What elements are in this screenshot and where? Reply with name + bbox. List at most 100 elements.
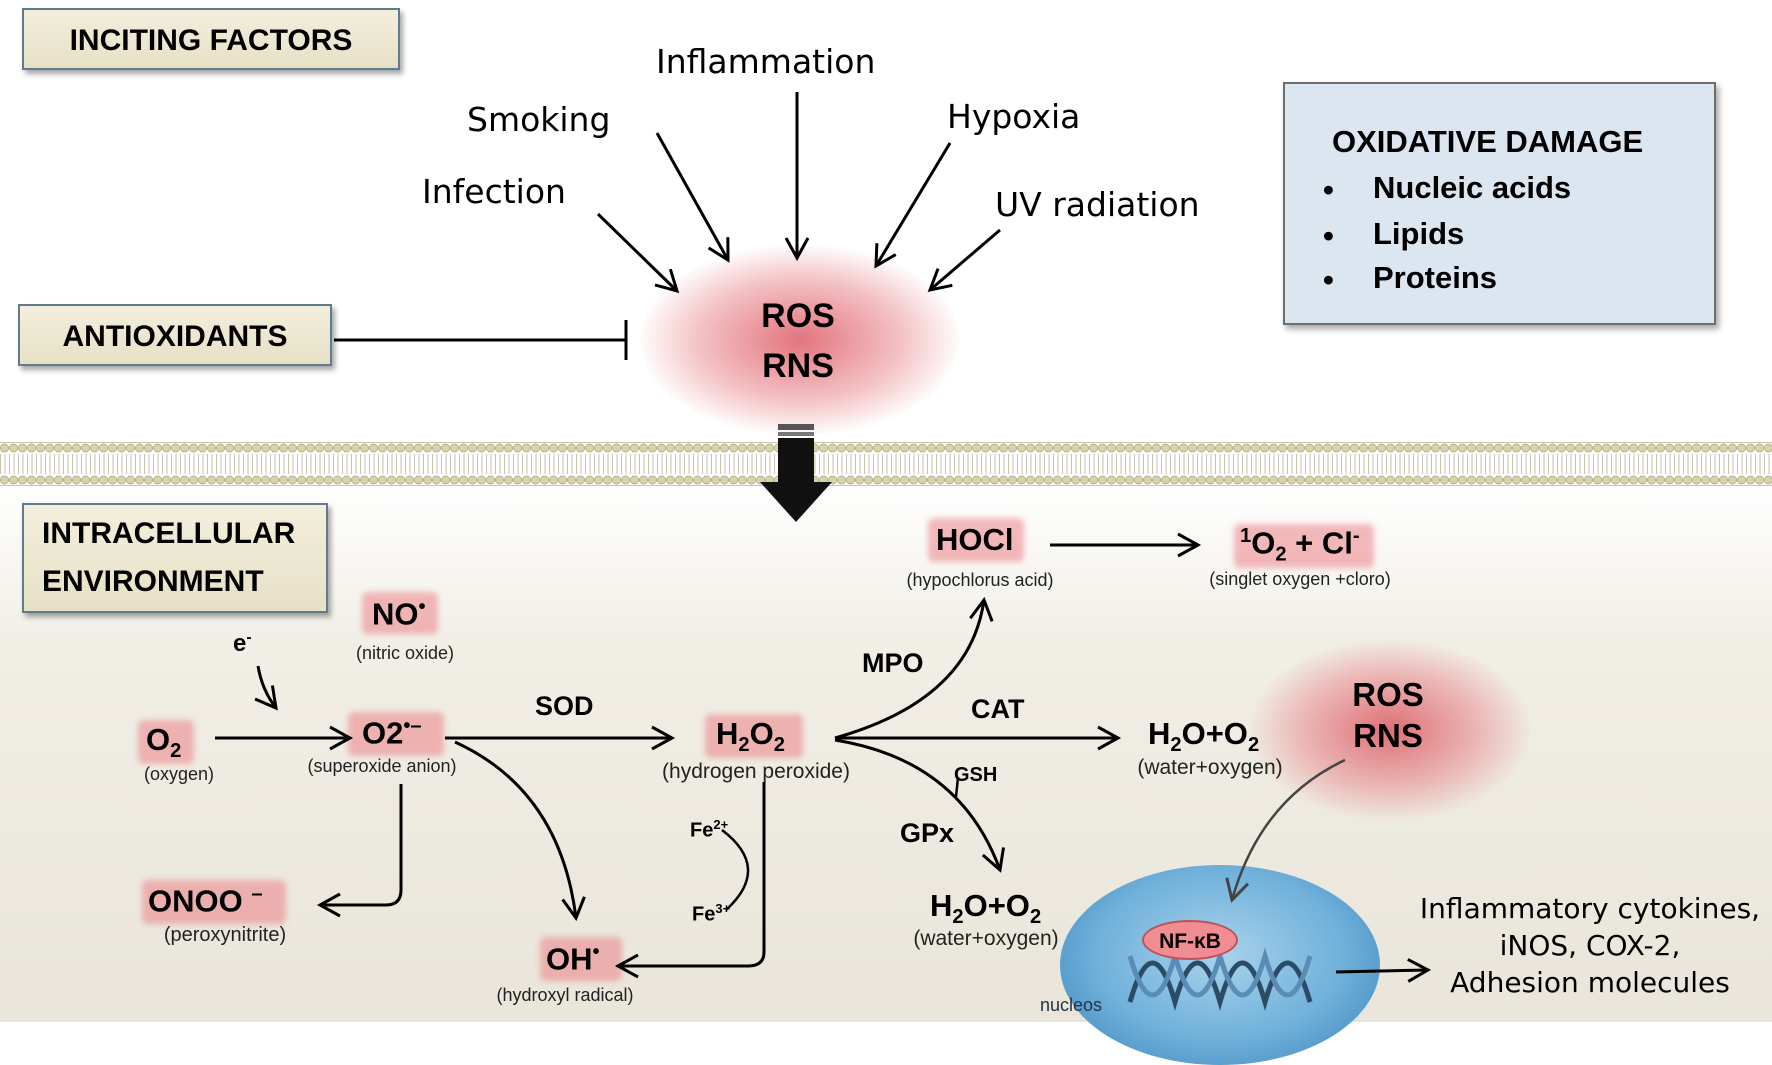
species-h2o2-o: O (749, 716, 774, 751)
species-onoo-caption: (peroxynitrite) (163, 924, 287, 946)
oxidative-item-nucleic-acids: Nucleic acids (1373, 170, 1572, 205)
arrow-mpo (834, 596, 994, 740)
antioxidants-label: ANTIOXIDANTS (62, 320, 288, 353)
species-singlet-sub: 2 (1275, 543, 1287, 566)
membrane-down-arrow (760, 424, 832, 522)
species-singlet-o: O (1251, 525, 1276, 561)
species-h2o2-sub2: 2 (773, 734, 785, 757)
inciting-inflammation: Inflammation (656, 42, 876, 81)
ros-bottom-label: ROS (1352, 676, 1424, 713)
arrow-electron (254, 665, 278, 711)
species-onoo-text: ONOO (148, 883, 243, 919)
rns-bottom-label: RNS (1353, 717, 1423, 754)
output-line3: Adhesion molecules (1450, 966, 1730, 999)
enzyme-sod: SOD (535, 691, 594, 721)
water-cat-o: O+O (1181, 716, 1248, 751)
water-cat-h: H (1148, 716, 1171, 751)
species-water-gpx-caption: (water+oxygen) (913, 927, 1059, 950)
species-no-text: NO (372, 596, 419, 632)
species-o2-sub: 2 (170, 740, 182, 763)
enzyme-fe3: Fe3+ (692, 902, 730, 925)
species-water-gpx: H2O+O2 (930, 890, 1041, 927)
arrow-superoxide-onoo (316, 784, 403, 918)
highlight-superoxide (348, 712, 444, 756)
species-oh-text: OH (546, 941, 593, 977)
species-h2o2: H2O2 (716, 718, 785, 755)
fe3-text: Fe (692, 903, 716, 926)
inciting-hypoxia: Hypoxia (947, 97, 1081, 136)
species-electron-sup: - (246, 629, 252, 646)
water-gpx-o: O+O (963, 888, 1030, 923)
enzyme-gsh: GSH (954, 764, 998, 786)
ros-top-label: ROS (761, 297, 835, 335)
fe3-sup: 3+ (715, 901, 731, 916)
highlight-singlet (1234, 524, 1374, 568)
water-gpx-sub1: 2 (952, 906, 964, 929)
species-electron-text: e (233, 630, 247, 657)
arrow-hypoxia (874, 142, 952, 269)
oxidative-item-proteins: Proteins (1373, 260, 1498, 295)
species-singlet-cl: + Cl (1286, 525, 1353, 561)
species-hocl-caption: (hypochlorus acid) (906, 570, 1054, 590)
species-no-caption: (nitric oxide) (355, 643, 455, 663)
species-onoo-sup: – (251, 883, 263, 905)
arrow-dna-outputs (1335, 958, 1432, 983)
inciting-uv-radiation: UV radiation (995, 185, 1200, 224)
species-h2o2-h: H (716, 716, 739, 751)
oxidative-item-lipids: Lipids (1373, 216, 1465, 251)
arrow-superoxide-oh (454, 740, 586, 922)
nfkb-label: NF-κB (1142, 920, 1238, 960)
bullet-dot: • (1323, 218, 1334, 253)
species-hocl: HOCl (936, 522, 1014, 557)
species-superoxide: O2•– (362, 716, 422, 748)
inciting-infection: Infection (422, 172, 566, 211)
highlight-h2o2 (705, 714, 803, 758)
species-h2o2-caption: (hydrogen peroxide) (662, 760, 850, 783)
water-gpx-sub2: 2 (1029, 906, 1042, 929)
output-line2: iNOS, COX-2, (1499, 929, 1681, 962)
fe-loop (721, 829, 750, 911)
cell-membrane (0, 442, 1772, 486)
species-o2: O2 (146, 724, 181, 761)
highlight-oh (540, 937, 622, 981)
species-singlet-sup2: - (1352, 525, 1360, 547)
highlight-o2 (138, 720, 194, 764)
species-singlet: 1O2 + Cl- (1240, 526, 1360, 565)
species-oh: OH• (546, 942, 600, 974)
species-o2-caption: (oxygen) (143, 764, 215, 784)
bullet-dot: • (1323, 172, 1334, 207)
antioxidants-panel: ANTIOXIDANTS (18, 304, 332, 366)
gsh-tick (954, 776, 960, 798)
intracellular-label-line2: ENVIRONMENT (42, 565, 264, 598)
species-singlet-caption: (singlet oxygen +cloro) (1209, 569, 1391, 589)
enzyme-mpo: MPO (862, 648, 924, 678)
fe2-text: Fe (690, 819, 714, 842)
nucleus-label: nucleos (1040, 995, 1103, 1015)
bullet-dot: • (1323, 262, 1334, 297)
species-onoo: ONOO – (148, 884, 263, 916)
dna-helix (1127, 946, 1313, 1012)
arrow-infection (596, 212, 680, 294)
species-superoxide-caption: (superoxide anion) (307, 756, 457, 776)
highlight-no (362, 592, 438, 634)
species-oh-caption: (hydroxyl radical) (496, 985, 634, 1005)
pathway-arrows (215, 92, 1432, 1012)
arrow-smoking (655, 132, 730, 263)
oxidative-damage-box: OXIDATIVE DAMAGE • Nucleic acids • Lipid… (1283, 82, 1716, 325)
intracellular-panel: INTRACELLULAR ENVIRONMENT (22, 503, 328, 613)
enzyme-fe2: Fe2+ (690, 818, 728, 841)
oxidative-damage-title: OXIDATIVE DAMAGE (1332, 124, 1644, 159)
species-h2o2-sub1: 2 (738, 734, 750, 757)
enzyme-gpx: GPx (900, 818, 955, 848)
species-superoxide-text: O2 (362, 715, 404, 751)
species-no-sup: • (418, 596, 426, 618)
highlight-hocl (928, 518, 1024, 562)
species-oh-sup: • (592, 941, 600, 963)
species-no: NO• (372, 597, 426, 629)
water-gpx-h: H (930, 888, 953, 923)
rns-top-label: RNS (762, 347, 834, 385)
inciting-factors-label: INCITING FACTORS (69, 24, 353, 57)
enzyme-cat: CAT (971, 694, 1025, 724)
arrow-ros-nfkb (1225, 758, 1346, 903)
inciting-smoking: Smoking (467, 100, 611, 139)
